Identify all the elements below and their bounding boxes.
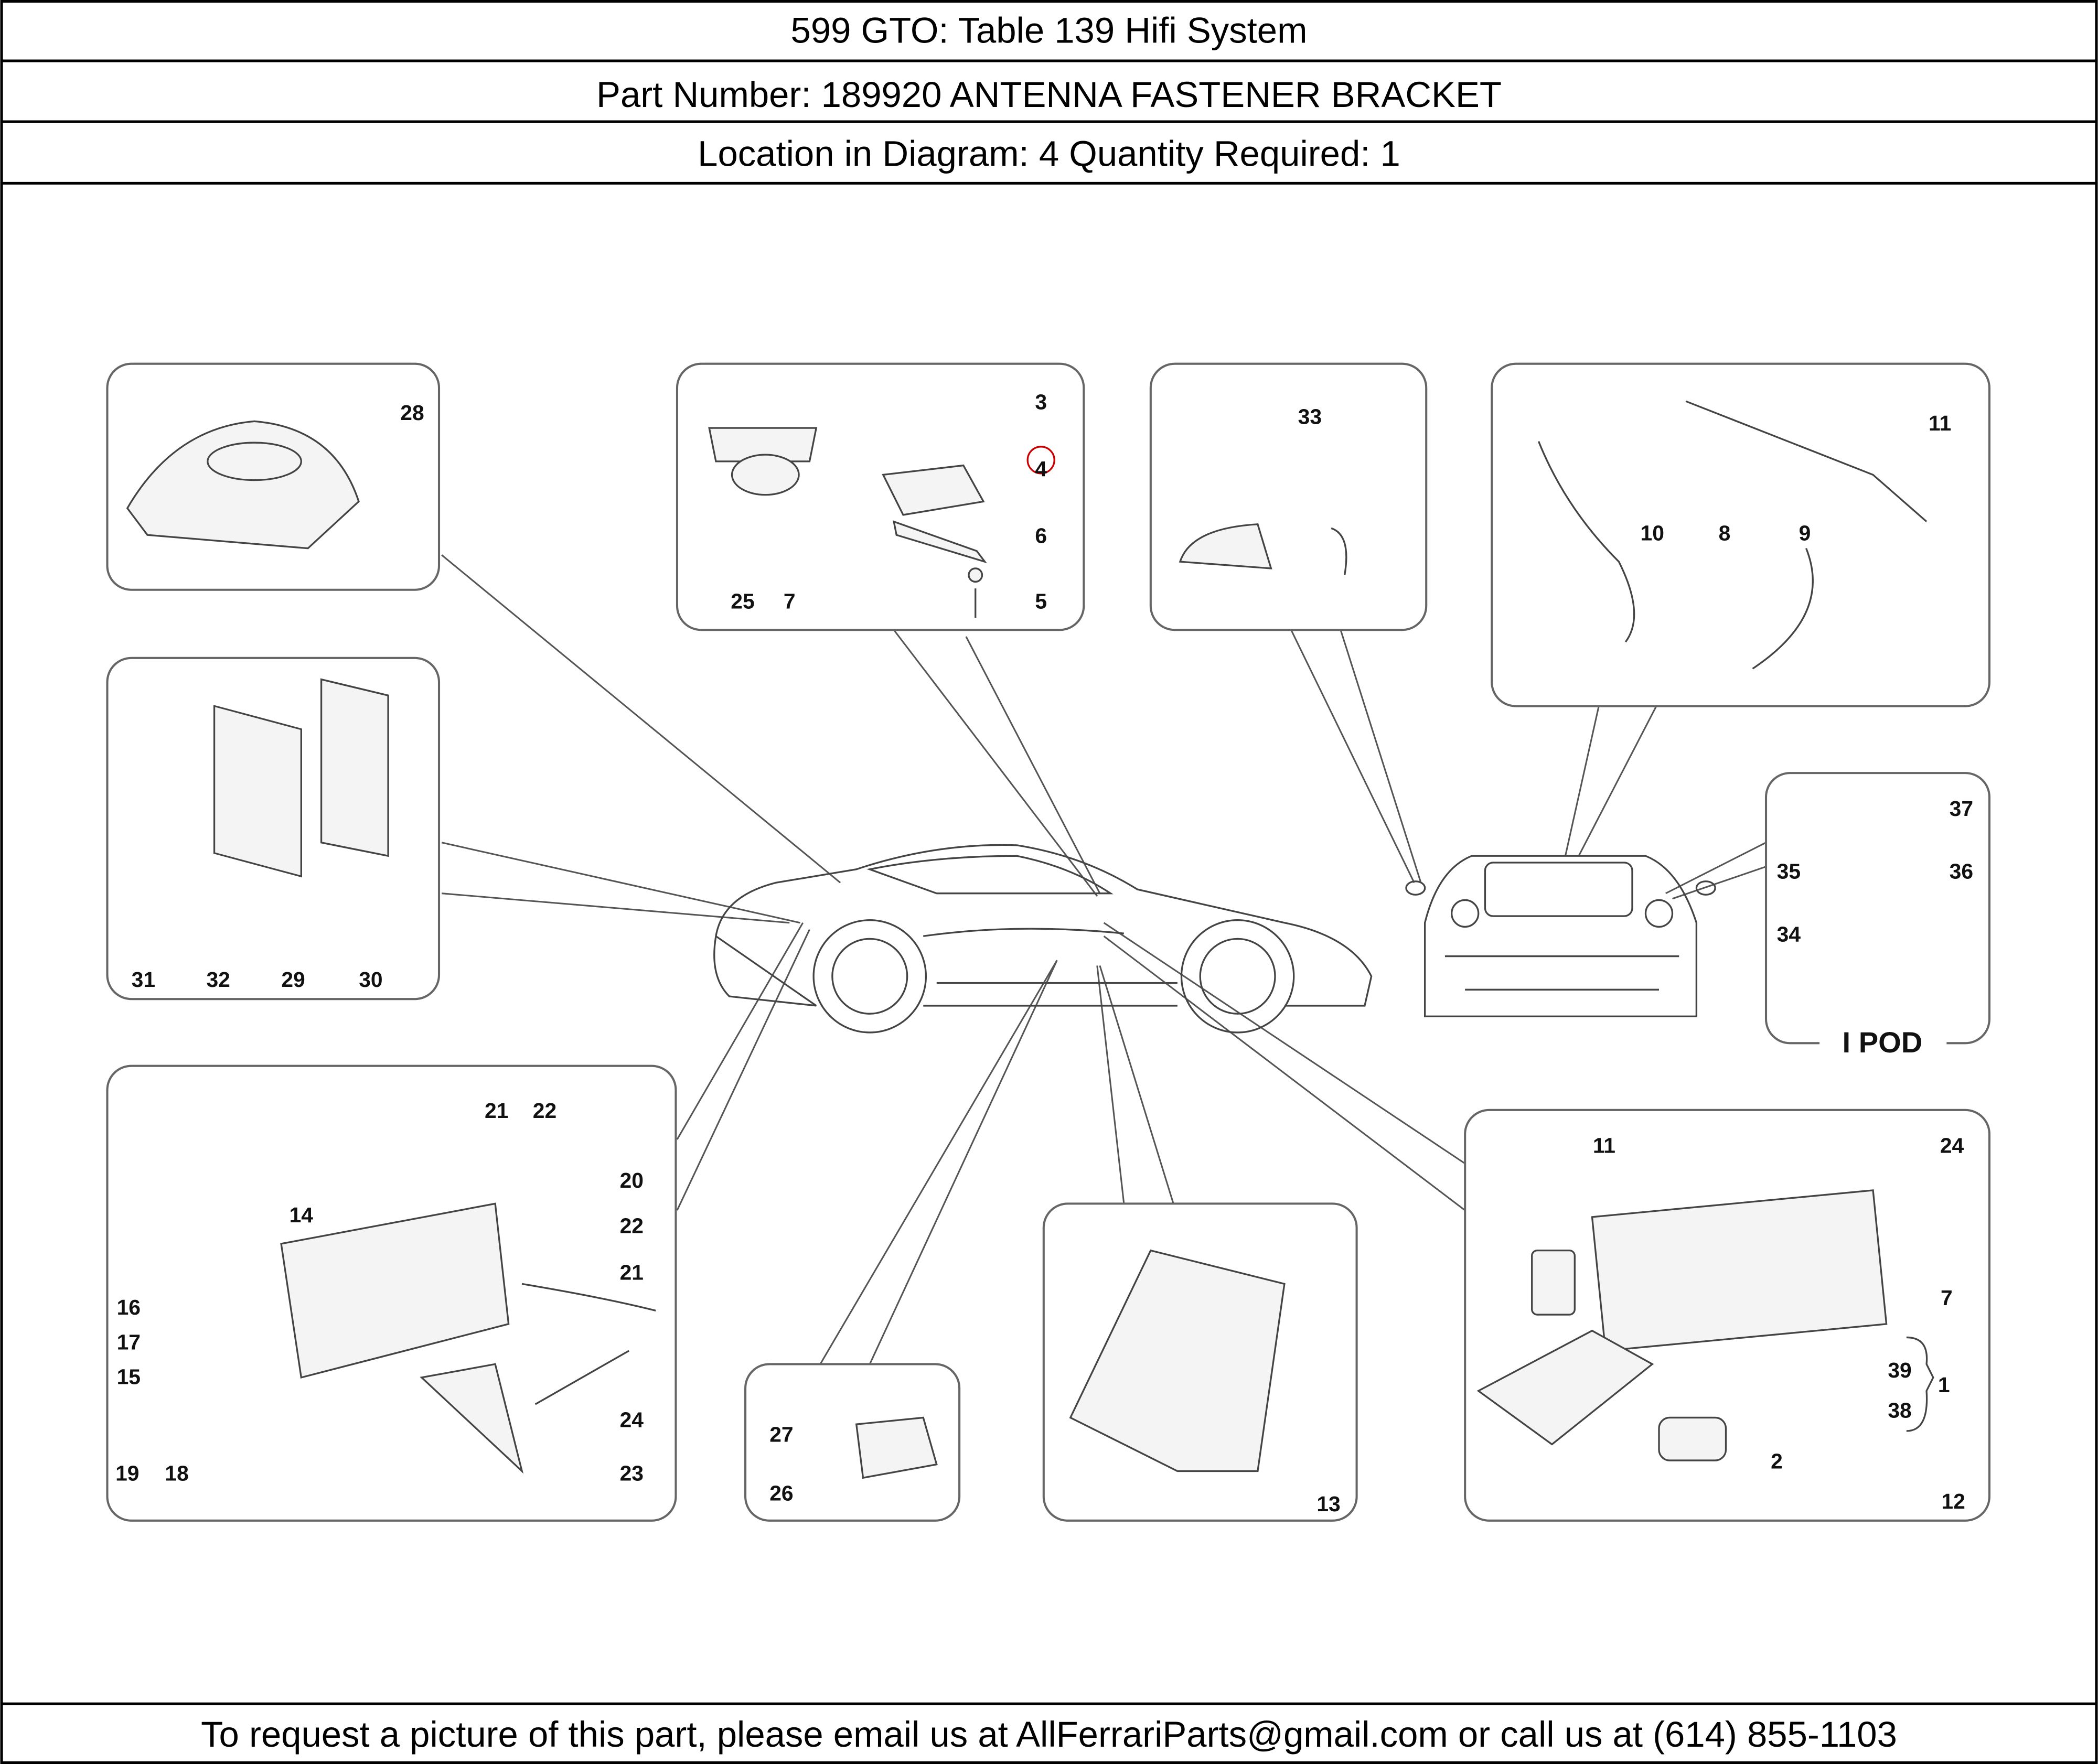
- callout-number: 8: [1719, 521, 1731, 545]
- callout-number: 7: [784, 589, 796, 613]
- callout-number: 16: [117, 1295, 141, 1319]
- callout-number: 14: [290, 1203, 314, 1227]
- callout-number: 20: [620, 1168, 644, 1192]
- callout-number: 21: [620, 1261, 644, 1285]
- part-illustrations: [126, 400, 1934, 1479]
- callout-number: 24: [620, 1407, 644, 1432]
- callout-number: 34: [1777, 922, 1801, 946]
- callout-number: 18: [165, 1461, 188, 1485]
- callout-number: 23: [620, 1461, 644, 1485]
- callout-number: 17: [117, 1330, 141, 1354]
- callout-number: 33: [1298, 404, 1322, 428]
- callout-number: 31: [132, 967, 155, 992]
- callout-number: 9: [1799, 521, 1811, 545]
- leader-lines: [441, 554, 1767, 1365]
- callout-number: 25: [731, 589, 754, 613]
- panel-cables: [1491, 362, 1990, 707]
- callout-number: 39: [1888, 1358, 1911, 1382]
- callout-number: 21: [485, 1099, 508, 1123]
- car-rear-view: [1405, 855, 1716, 1017]
- callout-number: 11: [1593, 1133, 1615, 1157]
- callout-number: 6: [1035, 523, 1047, 547]
- footer-contact: To request a picture of this part, pleas…: [201, 1714, 1897, 1755]
- panel-mirror: [1149, 362, 1428, 631]
- callout-number: 1: [1938, 1373, 1950, 1397]
- callout-number: 27: [769, 1422, 793, 1446]
- callout-number: 3: [1035, 390, 1047, 414]
- callout-number: 29: [281, 967, 305, 992]
- callout-number: 22: [533, 1099, 556, 1123]
- callout-number: 7: [1941, 1286, 1953, 1310]
- ipod-label: I POD: [1843, 1026, 1923, 1059]
- callout-number: 2: [1771, 1449, 1783, 1473]
- callout-number: 38: [1888, 1398, 1911, 1422]
- part-number: Part Number: 189920 ANTENNA FASTENER BRA…: [596, 74, 1502, 115]
- callout-number: 26: [769, 1481, 793, 1505]
- callout-number: 13: [1316, 1492, 1340, 1516]
- callout-number: 37: [1950, 797, 1973, 821]
- callout-number: 28: [400, 401, 424, 425]
- callout-number: 15: [117, 1365, 141, 1389]
- callout-number: 12: [1941, 1489, 1965, 1513]
- callout-number: 35: [1777, 859, 1801, 884]
- callout-number: 30: [359, 967, 382, 992]
- callout-number: 24: [1940, 1133, 1964, 1157]
- car-side-view: [713, 844, 1373, 1034]
- callout-number: 22: [620, 1213, 644, 1238]
- callout-number: 19: [115, 1461, 139, 1485]
- callout-number: 11: [1929, 411, 1951, 435]
- callout-number: 36: [1950, 859, 1973, 884]
- callout-number: 32: [206, 967, 230, 992]
- callout-number: 10: [1641, 521, 1664, 545]
- callout-number: 4: [1035, 457, 1047, 481]
- location-quantity: Location in Diagram: 4 Quantity Required…: [698, 133, 1400, 174]
- highlight-circle-item-4: [1026, 446, 1055, 475]
- diagram-title: 599 GTO: Table 139 Hifi System: [791, 10, 1308, 51]
- panel-module: [744, 1363, 961, 1522]
- callout-number: 5: [1035, 589, 1047, 613]
